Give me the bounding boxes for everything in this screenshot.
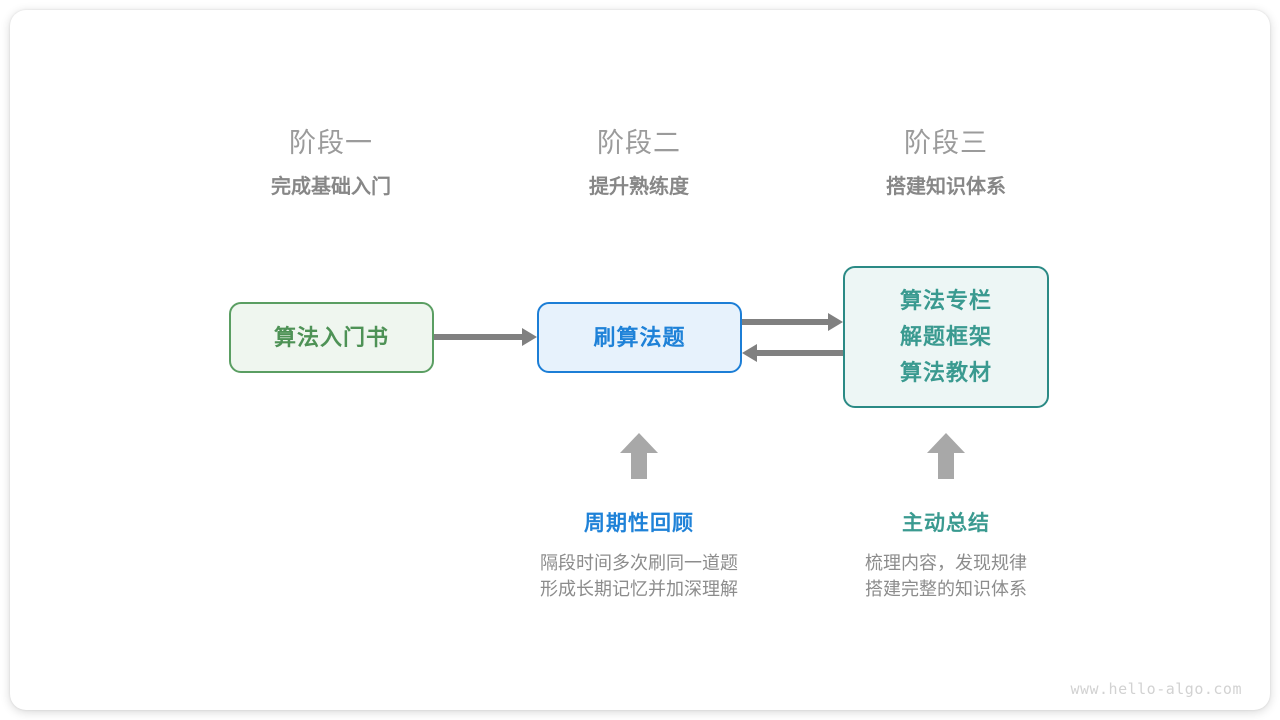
stage-2-subtitle: 提升熟练度 <box>589 176 689 198</box>
stage-3-name: 阶段三 <box>904 128 988 158</box>
arrow-up-stem <box>631 451 647 479</box>
arrow-shaft <box>742 319 831 325</box>
watermark: www.hello-algo.com <box>1070 680 1242 698</box>
annotation-periodic-review: 周期性回顾 隔段时间多次刷同一道题 形成长期记忆并加深理解 <box>479 510 799 602</box>
stage-header-2: 阶段二 提升熟练度 <box>509 126 769 200</box>
arrow-head <box>742 344 757 362</box>
arrow-shaft <box>754 350 843 356</box>
arrow-head <box>522 328 537 346</box>
annotation-summary-desc-line-1: 梳理内容，发现规律 <box>865 553 1027 573</box>
stage-header-3: 阶段三 搭建知识体系 <box>816 126 1076 200</box>
node-knowledge-resources: 算法专栏 解题框架 算法教材 <box>843 266 1049 408</box>
stage-3-subtitle: 搭建知识体系 <box>886 176 1006 198</box>
arrow-up-tip <box>620 433 658 453</box>
node-resources-line-1: 算法专栏 <box>899 288 992 313</box>
stage-header-1: 阶段一 完成基础入门 <box>201 126 461 200</box>
annotation-active-summary: 主动总结 梳理内容，发现规律 搭建完整的知识体系 <box>786 510 1106 602</box>
node-practice-problems: 刷算法题 <box>537 302 742 373</box>
stage-1-name: 阶段一 <box>289 128 373 158</box>
annotation-summary-title: 主动总结 <box>902 512 990 535</box>
arrow-up-review-icon <box>620 433 658 479</box>
arrow-shaft <box>434 334 525 340</box>
arrow-resources-to-practice-icon <box>742 344 843 362</box>
arrow-practice-to-resources-icon <box>742 313 843 331</box>
node-resources-line-2: 解题框架 <box>899 324 992 349</box>
node-resources-line-3: 算法教材 <box>899 360 992 385</box>
node-book-label: 算法入门书 <box>273 324 389 350</box>
arrow-up-summary-icon <box>927 433 965 479</box>
annotation-review-desc-line-2: 形成长期记忆并加深理解 <box>540 579 738 599</box>
node-algorithm-intro-book: 算法入门书 <box>229 302 434 373</box>
annotation-review-title: 周期性回顾 <box>584 512 694 535</box>
annotation-review-description: 隔段时间多次刷同一道题 形成长期记忆并加深理解 <box>479 550 799 602</box>
annotation-summary-description: 梳理内容，发现规律 搭建完整的知识体系 <box>786 550 1106 602</box>
arrow-up-stem <box>938 451 954 479</box>
annotation-summary-desc-line-2: 搭建完整的知识体系 <box>865 579 1027 599</box>
node-practice-label: 刷算法题 <box>593 324 686 350</box>
stage-2-name: 阶段二 <box>597 128 681 158</box>
stage-1-subtitle: 完成基础入门 <box>271 176 391 198</box>
arrow-head <box>828 313 843 331</box>
arrow-book-to-practice-icon <box>434 328 537 346</box>
arrow-up-tip <box>927 433 965 453</box>
annotation-review-desc-line-1: 隔段时间多次刷同一道题 <box>540 553 738 573</box>
